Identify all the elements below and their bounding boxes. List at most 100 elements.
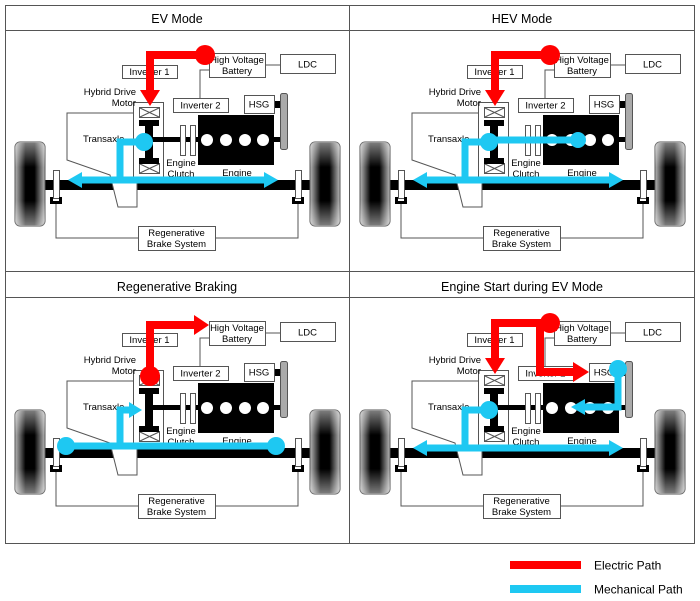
clutch-label-1: Engine xyxy=(166,426,196,437)
motor-label-1: Hybrid Drive xyxy=(429,355,481,366)
legend-mechanical-label: Mechanical Path xyxy=(594,583,683,597)
hsg-box xyxy=(589,95,620,114)
brake-post-left xyxy=(398,438,405,467)
transaxle-label: Transaxle xyxy=(83,402,124,413)
mechanical-node-right-wheel xyxy=(267,437,285,455)
inverter2-label: Inverter 2 xyxy=(525,101,565,112)
panel-grid xyxy=(5,5,695,544)
brake-post-right xyxy=(295,438,302,467)
transaxle-housing xyxy=(66,380,138,476)
mechanical-node-left-wheel xyxy=(57,437,75,455)
regen-brake-box xyxy=(138,494,216,519)
hv-battery-box xyxy=(554,53,611,78)
electric-node-battery xyxy=(540,313,560,333)
engine-cylinder-1 xyxy=(201,134,213,146)
transaxle-housing xyxy=(411,380,483,476)
mechanical-node-motor xyxy=(480,401,498,419)
engine-label: Engine xyxy=(222,436,252,447)
inverter2-box xyxy=(173,98,229,113)
wheel-right-shade xyxy=(310,142,340,226)
ldc-label: LDC xyxy=(298,328,317,339)
engine-label: Engine xyxy=(567,436,597,447)
motor-coil-x-1 xyxy=(484,107,505,118)
electric-node-battery xyxy=(540,45,560,65)
wheel-left-shade xyxy=(360,410,390,494)
hv-battery-box xyxy=(209,321,266,346)
mechanical-arrow-engine xyxy=(571,399,585,415)
hsg-pulley xyxy=(280,93,288,150)
engine-clutch-plate-1 xyxy=(180,125,186,156)
electric-arrow-motor xyxy=(140,90,160,106)
brake-caliper-left xyxy=(50,197,62,204)
engine-cylinder-4 xyxy=(257,134,269,146)
panel-title: HEV Mode xyxy=(492,12,552,26)
regen-brake-label-2: Brake System xyxy=(492,507,551,518)
engine-cylinder-2 xyxy=(220,402,232,414)
engine-clutch-plate-1 xyxy=(525,393,531,424)
wheel-left-shade xyxy=(360,142,390,226)
transaxle-label: Transaxle xyxy=(428,402,469,413)
engine-cylinder-1 xyxy=(546,402,558,414)
engine-cylinder-3 xyxy=(239,402,251,414)
wheel-left-shade xyxy=(15,142,45,226)
brake-line-left xyxy=(55,471,138,507)
electric-arrow-battery xyxy=(194,315,209,335)
mechanical-node-motor xyxy=(135,133,153,151)
axle xyxy=(44,180,312,190)
hv-battery-label-1: High Voltage xyxy=(555,323,609,334)
engine-cylinder-1 xyxy=(201,402,213,414)
battery-inverter2-wire xyxy=(544,337,554,366)
hsg-link xyxy=(619,101,626,108)
mechanical-arrow-right xyxy=(609,172,623,188)
transaxle-label: Transaxle xyxy=(428,134,469,145)
battery-inverter2-wire xyxy=(199,69,209,98)
hv-battery-label-2: Battery xyxy=(567,334,597,345)
brake-line-right xyxy=(560,471,644,507)
clutch-label-2: Clutch xyxy=(513,437,540,448)
hv-battery-label-1: High Voltage xyxy=(210,55,264,66)
brake-caliper-left xyxy=(395,465,407,472)
inverter2-label: Inverter 2 xyxy=(180,369,220,380)
wheel-right-shade xyxy=(655,410,685,494)
transaxle-housing xyxy=(66,112,138,208)
engine-cylinder-3 xyxy=(584,134,596,146)
brake-post-right xyxy=(640,438,647,467)
mechanical-arrow-motor xyxy=(129,402,142,418)
ldc-label: LDC xyxy=(643,328,662,339)
brake-post-right xyxy=(640,170,647,199)
regen-brake-label-1: Regenerative xyxy=(493,496,550,507)
engine-cylinder-3 xyxy=(239,134,251,146)
brake-line-right xyxy=(215,203,299,239)
engine-clutch-plate-2 xyxy=(535,393,541,424)
motor-coil-x-2 xyxy=(139,163,160,174)
hsg-link xyxy=(274,101,281,108)
engine-label: Engine xyxy=(567,168,597,179)
brake-caliper-right xyxy=(292,465,304,472)
electric-arrow-motor xyxy=(485,90,505,106)
battery-inverter2-wire xyxy=(199,337,209,366)
regen-brake-box xyxy=(138,226,216,251)
brake-post-left xyxy=(53,438,60,467)
hv-battery-box xyxy=(554,321,611,346)
axle xyxy=(44,448,312,458)
regen-brake-label-2: Brake System xyxy=(147,507,206,518)
motor-label-2: Motor xyxy=(112,98,136,109)
clutch-label-1: Engine xyxy=(511,158,541,169)
regen-brake-label-1: Regenerative xyxy=(493,228,550,239)
motor-label-1: Hybrid Drive xyxy=(429,87,481,98)
panel-title: EV Mode xyxy=(151,12,202,26)
clutch-label-1: Engine xyxy=(511,426,541,437)
hsg-box xyxy=(244,95,275,114)
clutch-label-2: Clutch xyxy=(168,169,195,180)
brake-caliper-left xyxy=(395,197,407,204)
electric-node-motor xyxy=(140,366,160,386)
electric-node-battery xyxy=(195,45,215,65)
brake-line-right xyxy=(215,471,299,507)
electric-path-battery-to-hsg xyxy=(536,324,573,376)
clutch-label-1: Engine xyxy=(166,158,196,169)
mechanical-path-axle-to-motor xyxy=(116,406,130,446)
hv-battery-label-1: High Voltage xyxy=(210,323,264,334)
